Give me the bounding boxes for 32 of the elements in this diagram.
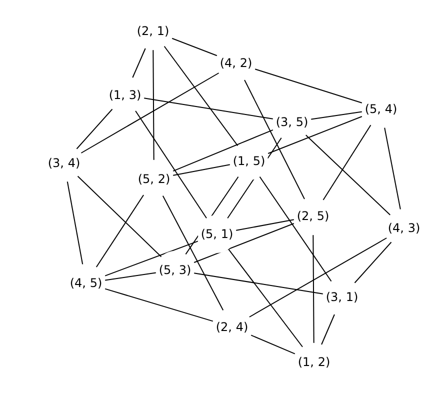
- node-label: (2, 5): [296, 209, 330, 223]
- connector-line: [236, 219, 294, 231]
- connector-line: [104, 288, 214, 322]
- connector-line: [254, 68, 362, 104]
- node-label: (5, 1): [200, 227, 234, 241]
- connector-line: [104, 240, 198, 276]
- connector-line: [310, 111, 362, 120]
- connector-line: [172, 38, 218, 56]
- node-label: (4, 3): [388, 221, 420, 235]
- connector-line: [104, 272, 156, 281]
- connector-line: [248, 238, 388, 318]
- connector-line: [250, 334, 296, 354]
- connector-line: [80, 72, 220, 154]
- connector-line: [172, 164, 230, 176]
- node-label: (2, 1): [136, 24, 170, 38]
- node-label: (1, 2): [298, 355, 330, 369]
- node-label: (1, 5): [232, 154, 266, 168]
- connector-line: [194, 272, 324, 294]
- node-label: (3, 1): [326, 290, 358, 304]
- connector-line: [268, 116, 362, 154]
- node-label: (4, 2): [220, 56, 252, 70]
- connector-line: [172, 129, 274, 172]
- node-label: (5, 2): [138, 172, 170, 186]
- node-label: (5, 3): [158, 263, 192, 277]
- node-label: (1, 3): [108, 88, 142, 102]
- node-label: (2, 4): [216, 320, 248, 334]
- node-label: (3, 4): [48, 156, 80, 170]
- node-label: (4, 5): [70, 276, 102, 290]
- connector-line: [144, 98, 274, 120]
- node-label: (5, 4): [364, 102, 398, 116]
- node-label: (3, 5): [276, 115, 308, 129]
- connector-line: [194, 223, 294, 263]
